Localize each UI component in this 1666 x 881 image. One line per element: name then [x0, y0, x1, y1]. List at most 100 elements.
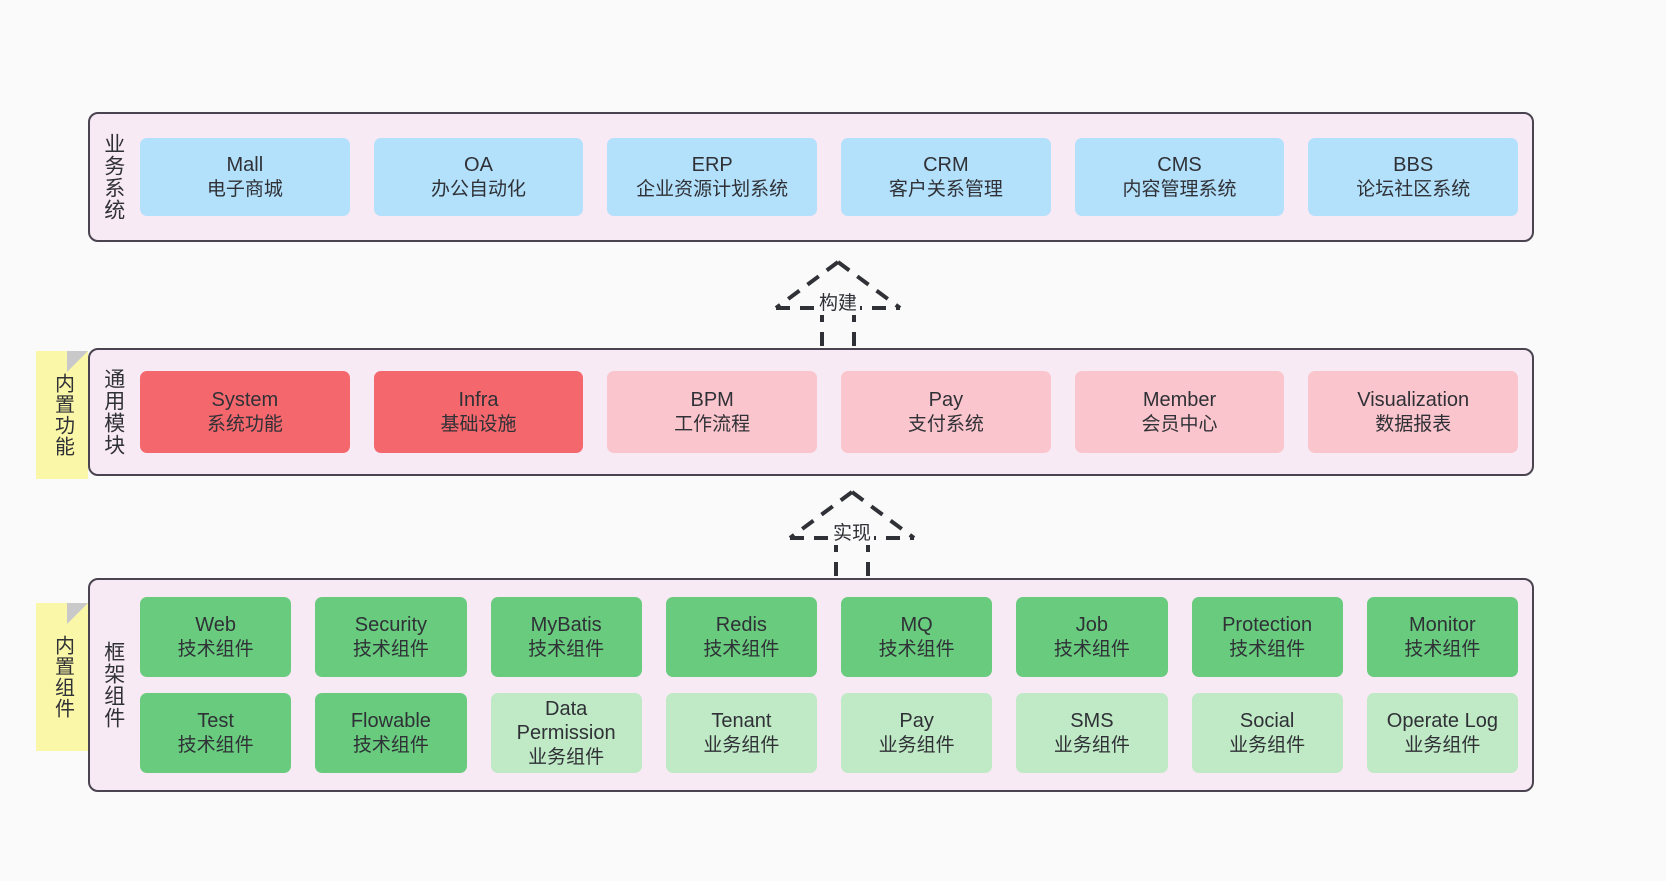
node-title: CRM: [923, 154, 969, 177]
node-title: Monitor: [1409, 614, 1476, 637]
node-title: Visualization: [1357, 389, 1470, 412]
node-title: Job: [1075, 614, 1108, 637]
node-subtitle: 业务组件: [703, 734, 780, 756]
node-subtitle: 技术组件: [703, 638, 780, 660]
node-title: Web: [195, 614, 236, 637]
builtin-features-sticky-note: 内置功能: [36, 351, 88, 479]
node-subtitle: 业务组件: [1053, 734, 1130, 756]
build-arrow-label: 构建: [815, 288, 861, 315]
node-title: ERP: [691, 154, 733, 177]
node-subtitle: 技术组件: [352, 734, 429, 756]
node-title: MyBatis: [530, 614, 602, 637]
node-title: SMS: [1070, 710, 1114, 733]
node-subtitle: 业务组件: [878, 734, 955, 756]
common-modules-layer-label: 通用模块: [101, 368, 125, 456]
node-title: Flowable: [350, 710, 431, 733]
node-title: Operate Log: [1386, 710, 1498, 733]
node-subtitle: 业务组件: [1404, 734, 1481, 756]
node-title: Tenant: [711, 710, 772, 733]
node-title: Social: [1239, 710, 1295, 733]
node-title: Redis: [715, 614, 767, 637]
framework-components-layer-label: 框架组件: [101, 641, 125, 729]
node-subtitle: 会员中心: [1141, 413, 1218, 435]
node-title: Pay: [899, 710, 934, 733]
node-subtitle: 技术组件: [1053, 638, 1130, 660]
node-subtitle: 技术组件: [1404, 638, 1481, 660]
node-subtitle: 支付系统: [907, 413, 984, 435]
node-title: MQ: [900, 614, 933, 637]
builtin-components-sticky-note: 内置组件: [36, 603, 88, 751]
node-subtitle: 企业资源计划系统: [636, 178, 789, 200]
node-subtitle: 基础设施: [440, 413, 517, 435]
node-title: BBS: [1393, 154, 1434, 177]
node-subtitle: 数据报表: [1375, 413, 1452, 435]
node-subtitle: 内容管理系统: [1122, 178, 1237, 200]
node-title: BPM: [690, 389, 734, 412]
node-subtitle: 系统功能: [206, 413, 283, 435]
node-subtitle: 技术组件: [177, 734, 254, 756]
node-title: Test: [197, 710, 234, 733]
node-title: Protection: [1222, 614, 1313, 637]
node-subtitle: 电子商城: [206, 178, 283, 200]
node-subtitle: 技术组件: [528, 638, 605, 660]
node-subtitle: 客户关系管理: [888, 178, 1003, 200]
build-arrow: 构建: [748, 254, 928, 346]
node-title: Mall: [226, 154, 264, 177]
implement-arrow-label: 实现: [829, 518, 875, 545]
node-subtitle: 业务组件: [528, 746, 605, 768]
node-subtitle: 工作流程: [674, 413, 751, 435]
node-title: Data Permission: [516, 698, 616, 745]
node-title: OA: [464, 154, 493, 177]
node-title: Pay: [928, 389, 964, 412]
node-title: Member: [1142, 389, 1217, 412]
node-subtitle: 技术组件: [352, 638, 429, 660]
node-subtitle: 论坛社区系统: [1356, 178, 1471, 200]
node-subtitle: 业务组件: [1229, 734, 1306, 756]
node-subtitle: 技术组件: [177, 638, 254, 660]
node-title: Infra: [458, 389, 499, 412]
implement-arrow: 实现: [762, 484, 942, 576]
node-title: Security: [354, 614, 427, 637]
node-title: System: [211, 389, 279, 412]
node-subtitle: 技术组件: [878, 638, 955, 660]
node-title: CMS: [1157, 154, 1202, 177]
